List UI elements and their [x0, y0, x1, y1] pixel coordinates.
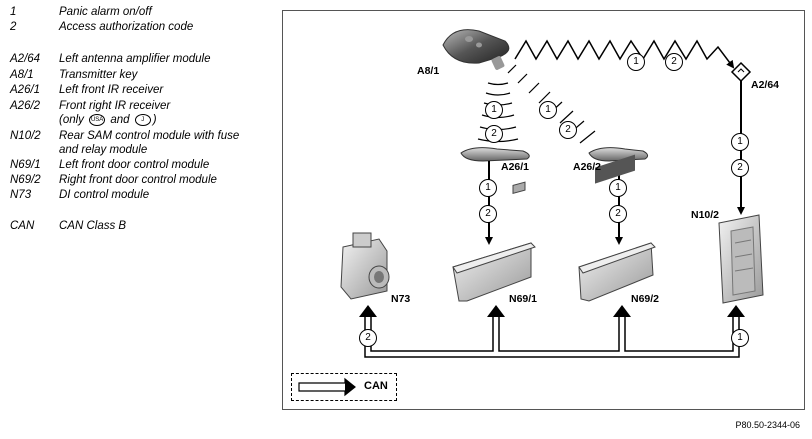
label-a261: A26/1	[501, 161, 530, 173]
legend-key: A8/1	[10, 69, 34, 81]
legend-desc-mid: and	[110, 114, 130, 126]
transmitter-key-icon	[442, 29, 510, 70]
legend-desc: (only USA and J)	[59, 113, 157, 128]
legend-desc: DI control module	[59, 189, 150, 201]
legend-desc: Rear SAM control module with fuse	[59, 130, 240, 142]
label-n691: N69/1	[509, 293, 538, 305]
signal-marker: 2	[359, 329, 377, 347]
signal-marker: 2	[485, 125, 503, 143]
legend-desc-pre: (only	[59, 114, 84, 126]
can-legend-label: CAN	[364, 380, 388, 392]
can-legend-arrow	[298, 377, 356, 397]
legend-desc: Access authorization code	[59, 21, 194, 33]
signal-marker: 2	[731, 159, 749, 177]
legend-key: 2	[10, 21, 17, 33]
signal-marker: 2	[665, 53, 683, 71]
legend-key: N10/2	[10, 130, 41, 142]
antenna-amplifier-icon	[730, 61, 752, 83]
signal-marker: 2	[559, 121, 577, 139]
legend-key: A26/2	[10, 100, 41, 112]
legend-desc: Front right IR receiver	[59, 100, 171, 112]
signal-marker: 1	[539, 101, 557, 119]
legend-key: 1	[10, 6, 17, 18]
legend-desc: Left front IR receiver	[59, 84, 164, 96]
radio-link	[514, 39, 735, 69]
right-door-module-icon	[578, 154, 656, 302]
can-arrowheads	[359, 305, 745, 317]
legend-key: N73	[10, 189, 32, 201]
japan-badge-icon: J	[134, 113, 151, 126]
label-n692: N69/2	[631, 293, 660, 305]
label-a264: A2/64	[751, 79, 780, 91]
legend-desc: Right front door control module	[59, 174, 217, 186]
legend-desc: Panic alarm on/off	[59, 6, 152, 18]
rear-sam-module-icon	[718, 214, 764, 304]
usa-badge-icon: USA	[89, 113, 106, 126]
diagram-canvas	[298, 29, 764, 397]
legend-key: N69/1	[10, 159, 41, 171]
ir-receiver-right-icon	[588, 147, 649, 162]
signal-marker: 1	[485, 101, 503, 119]
legend-desc: Left antenna amplifier module	[59, 53, 211, 65]
can-bus	[364, 315, 740, 358]
signal-marker: 1	[609, 179, 627, 197]
legend-desc-post: )	[152, 114, 157, 126]
signal-marker: 1	[731, 133, 749, 151]
legend-key: A26/1	[10, 84, 41, 96]
can-legend: CAN	[291, 373, 397, 401]
signal-marker: 2	[479, 205, 497, 223]
legend-desc: Left front door control module	[59, 159, 210, 171]
signal-marker: 1	[479, 179, 497, 197]
signal-marker: 1	[731, 329, 749, 347]
signal-marker: 2	[609, 205, 627, 223]
label-n73: N73	[391, 293, 411, 305]
figure-reference: P80.50-2344-06	[735, 420, 800, 430]
legend-desc: CAN Class B	[59, 220, 127, 232]
legend-desc: and relay module	[59, 144, 148, 156]
label-a262: A26/2	[573, 161, 602, 173]
signal-marker: 1	[627, 53, 645, 71]
di-control-module-icon	[340, 232, 390, 300]
legend-key: N69/2	[10, 174, 41, 186]
left-door-module-icon	[452, 181, 536, 302]
legend-key: A2/64	[10, 53, 41, 65]
label-n102: N10/2	[691, 209, 720, 221]
legend-desc: Transmitter key	[59, 69, 138, 81]
legend-key: CAN	[10, 220, 35, 232]
label-a81: A8/1	[417, 65, 440, 77]
ir-receiver-left-icon	[460, 147, 530, 162]
